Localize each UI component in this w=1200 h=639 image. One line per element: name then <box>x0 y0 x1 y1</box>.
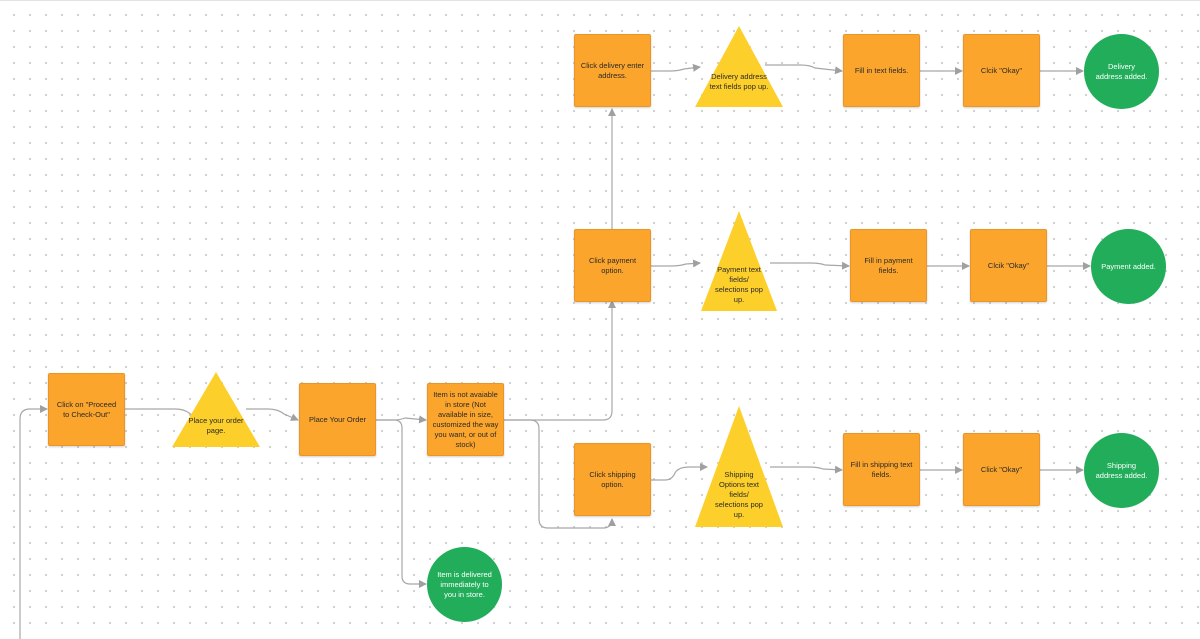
process-click-okay-delivery-label: Clcik "Okay" <box>980 65 1023 75</box>
decision-payment-popup-label: Payment text fields/ selections pop up. <box>715 265 763 304</box>
process-click-okay-shipping[interactable]: Click "Okay" <box>963 433 1040 506</box>
process-click-okay-payment-label: Clcik "Okay" <box>987 260 1030 270</box>
process-proceed-checkout[interactable]: Click on "Proceed to Check-Out" <box>48 373 125 446</box>
decision-shipping-popup[interactable]: Shipping Options text fields/ selections… <box>695 406 783 527</box>
process-click-okay-shipping-label: Click "Okay" <box>980 464 1023 474</box>
decision-payment-popup-shape <box>701 211 777 311</box>
decision-shipping-popup-shape <box>695 406 783 527</box>
process-item-not-available[interactable]: Item is not avaiable in store (Not avail… <box>427 383 504 456</box>
terminal-shipping-added-label: Shipping address added. <box>1095 460 1148 480</box>
decision-place-order-page-shape <box>172 372 260 447</box>
decision-delivery-popup[interactable]: Delivery address text fields pop up. <box>695 26 783 107</box>
connector-shipping-popup-to-fill <box>770 465 843 474</box>
process-fill-payment-label: Fill in payment fields. <box>864 255 913 275</box>
decision-place-order-page[interactable]: Place your order page. <box>172 372 260 447</box>
process-proceed-checkout-label: Click on "Proceed to Check-Out" <box>56 399 117 419</box>
terminal-delivery-added-label: Delivery address added. <box>1095 61 1148 81</box>
process-click-payment[interactable]: Click payment option. <box>574 229 651 302</box>
decision-place-order-page-label: Place your order page. <box>188 416 244 435</box>
process-click-payment-label: Click payment option. <box>588 255 637 275</box>
connector-entry <box>19 405 48 639</box>
process-click-shipping-label: Click shipping option. <box>589 469 636 489</box>
connector-delivery-to-popup <box>651 63 701 72</box>
connector-payment-popup-to-fill <box>770 261 850 270</box>
connector-shipping-to-popup <box>651 463 708 481</box>
process-fill-shipping[interactable]: Fill in shipping text fields. <box>843 433 920 506</box>
terminal-delivery-added[interactable]: Delivery address added. <box>1084 34 1159 109</box>
process-click-shipping[interactable]: Click shipping option. <box>574 443 651 516</box>
connector-place-order-to-delivered <box>376 419 427 588</box>
connector-checkout-to-order-page <box>125 408 199 420</box>
decision-shipping-popup-label: Shipping Options text fields/ selections… <box>715 470 763 519</box>
process-click-delivery[interactable]: Click delivery enter address. <box>574 34 651 107</box>
process-item-not-available-label: Item is not avaiable in store (Not avail… <box>432 389 499 449</box>
process-place-your-order-label: Place Your Order <box>308 414 367 424</box>
connector-not-available-to-payment <box>504 300 616 421</box>
connector-order-page-to-place-order <box>246 408 299 421</box>
terminal-payment-added[interactable]: Payment added. <box>1091 229 1166 304</box>
decision-delivery-popup-label: Delivery address text fields pop up. <box>709 72 769 91</box>
process-fill-text-fields-label: Fill in text fields. <box>854 65 909 75</box>
terminal-shipping-added[interactable]: Shipping address added. <box>1084 433 1159 508</box>
terminal-item-delivered[interactable]: Item is delivered immediately to you in … <box>427 547 502 622</box>
process-click-okay-delivery[interactable]: Clcik "Okay" <box>963 34 1040 107</box>
process-place-your-order[interactable]: Place Your Order <box>299 383 376 456</box>
process-fill-text-fields[interactable]: Fill in text fields. <box>843 34 920 107</box>
connector-not-available-to-shipping <box>504 419 616 529</box>
process-fill-payment[interactable]: Fill in payment fields. <box>850 229 927 302</box>
terminal-item-delivered-label: Item is delivered immediately to you in … <box>437 569 492 599</box>
connector-payment-to-popup <box>651 259 701 268</box>
process-click-delivery-label: Click delivery enter address. <box>580 60 645 80</box>
process-click-okay-payment[interactable]: Clcik "Okay" <box>970 229 1047 302</box>
decision-payment-popup[interactable]: Payment text fields/ selections pop up. <box>701 211 777 311</box>
decision-delivery-popup-shape <box>695 26 783 107</box>
connector-delivery-popup-to-fill <box>765 64 843 75</box>
process-fill-shipping-label: Fill in shipping text fields. <box>850 459 913 479</box>
terminal-payment-added-label: Payment added. <box>1101 261 1156 271</box>
